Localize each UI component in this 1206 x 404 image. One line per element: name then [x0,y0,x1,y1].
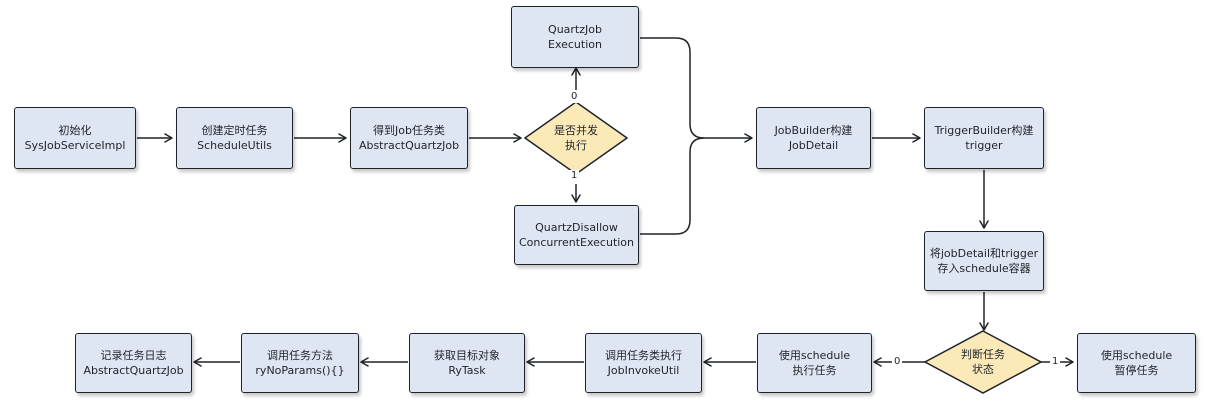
edge-label-concurrent-1: 1 [569,170,580,182]
edge-quartzdisallow-to-jobbuilder [640,137,705,235]
node-get-target: 获取目标对象 RyTask [409,333,525,393]
node-job-builder-line1: JobBuilder构建 [774,124,853,137]
node-quartz-job-execution: QuartzJob Execution [511,6,639,68]
node-call-method: 调用任务方法 ryNoParams(){} [241,333,359,393]
node-quartz-disallow-line2: ConcurrentExecution [518,236,635,249]
node-run-task-line2: 执行任务 [792,364,837,377]
node-init: 初始化 SysJobServiceImpl [14,107,136,169]
decision-judge-line2: 状态 [972,363,994,376]
edge-label-judge-0: 0 [892,356,903,368]
node-run-task-line1: 使用schedule [778,349,851,362]
node-init-line1: 初始化 [58,124,92,137]
decision-judge-shape [923,330,1043,394]
node-run-task: 使用schedule 执行任务 [757,333,872,393]
decision-concurrent-line2: 执行 [565,139,587,152]
node-create-task: 创建定时任务 ScheduleUtils [176,107,293,169]
edge-label-concurrent-0: 0 [569,91,580,103]
node-get-job-class-line2: AbstractQuartzJob [358,139,460,152]
node-call-method-line2: ryNoParams(){} [255,364,345,377]
node-pause-task-line2: 暂停任务 [1114,364,1159,377]
node-get-target-line2: RyTask [448,364,486,377]
node-quartz-disallow: QuartzDisallow ConcurrentExecution [514,205,639,265]
node-invoke-util-line1: 调用任务类执行 [605,349,682,362]
node-init-line2: SysJobServiceImpl [24,139,126,152]
node-trigger-builder: TriggerBuilder构建 trigger [924,107,1044,169]
edge-label-judge-1: 1 [1050,356,1061,368]
node-pause-task-line1: 使用schedule [1100,349,1173,362]
node-store-schedule-line2: 存入schedule容器 [937,262,1031,275]
node-create-task-line2: ScheduleUtils [197,139,272,152]
node-invoke-util: 调用任务类执行 JobInvokeUtil [585,333,702,393]
node-store-schedule: 将jobDetail和trigger 存入schedule容器 [924,231,1044,291]
decision-concurrent-line1: 是否并发 [554,124,598,137]
node-record-log: 记录任务日志 AbstractQuartzJob [75,333,192,393]
decision-judge-label: 判断任务 状态 [943,346,1023,378]
node-record-log-line2: AbstractQuartzJob [83,364,184,377]
node-record-log-line1: 记录任务日志 [100,349,167,362]
decision-concurrent-label: 是否并发 执行 [536,122,616,154]
node-job-builder: JobBuilder构建 JobDetail [756,107,871,169]
decision-judge-line1: 判断任务 [961,348,1005,361]
node-get-job-class: 得到Job任务类 AbstractQuartzJob [350,107,468,169]
node-trigger-builder-line2: trigger [965,139,1003,152]
node-store-schedule-line1: 将jobDetail和trigger [929,247,1039,260]
node-pause-task: 使用schedule 暂停任务 [1077,333,1196,393]
node-get-job-class-line1: 得到Job任务类 [373,124,445,137]
node-invoke-util-line2: JobInvokeUtil [607,364,680,377]
node-quartz-job-execution-line1: QuartzJob [548,23,602,36]
node-trigger-builder-line1: TriggerBuilder构建 [934,124,1034,137]
edge-quartzexec-to-jobbuilder [640,37,705,139]
node-job-builder-line2: JobDetail [788,139,839,152]
node-quartz-disallow-line1: QuartzDisallow [535,221,618,234]
node-get-target-line1: 获取目标对象 [434,349,500,362]
node-create-task-line1: 创建定时任务 [201,124,268,137]
node-quartz-job-execution-line2: Execution [548,38,602,51]
node-call-method-line1: 调用任务方法 [267,349,333,362]
